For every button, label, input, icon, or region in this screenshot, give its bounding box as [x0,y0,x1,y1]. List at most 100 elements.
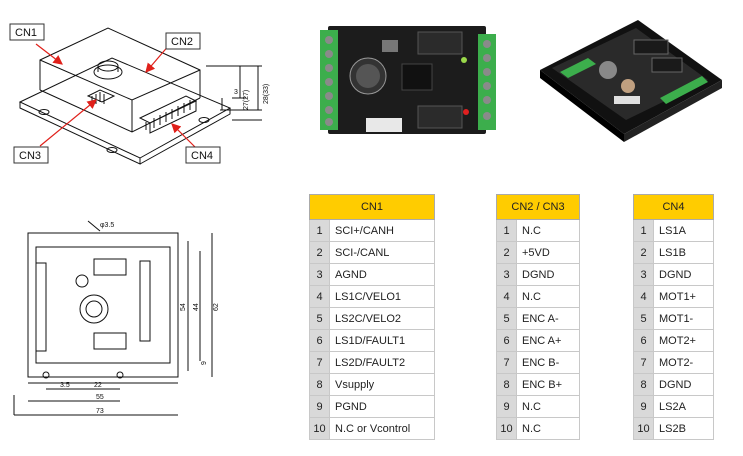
pin-signal: +5VD [516,241,580,264]
pin-signal: AGND [329,263,435,286]
dim-3: 3 [234,89,238,96]
cn4-callout: CN4 [191,150,213,162]
pin-number: 1 [496,219,517,242]
pin-signal: LS1B [653,241,714,264]
isometric-drawing: CN1 CN2 CN3 CN4 3 27(27) 28(33) [9,23,270,165]
cn1-callout: CN1 [15,27,37,39]
pin-number: 8 [633,373,654,396]
dim-28: 28(33) [263,84,270,104]
pin-signal: MOT1+ [653,285,714,308]
pin-signal: ENC B+ [516,373,580,396]
dim-9: 9 [201,361,208,365]
pin-number: 6 [633,329,654,352]
dim-55: 55 [96,394,104,401]
pin-number: 4 [309,285,330,308]
pin-number: 10 [309,417,330,440]
pin-signal: LS1A [653,219,714,242]
pin-number: 3 [633,263,654,286]
pin-signal: ENC B- [516,351,580,374]
pin-signal: ENC A- [516,307,580,330]
pin-signal: N.C [516,219,580,242]
pin-signal: SCI-/CANL [329,241,435,264]
pin-number: 8 [496,373,517,396]
pin-number: 10 [633,417,654,440]
pin-number: 8 [309,373,330,396]
pin-signal: DGND [653,263,714,286]
pin-number: 5 [496,307,517,330]
pin-signal: Vsupply [329,373,435,396]
pin-number: 2 [496,241,517,264]
pin-signal: SCI+/CANH [329,219,435,242]
pin-signal: MOT2- [653,351,714,374]
pin-signal: LS1D/FAULT1 [329,329,435,352]
pin-number: 4 [496,285,517,308]
cn2-callout: CN2 [171,36,193,48]
pin-signal: LS2A [653,395,714,418]
pin-signal: N.C [516,395,580,418]
dim-73: 73 [96,408,104,415]
pin-signal: MOT2+ [653,329,714,352]
pin-number: 10 [496,417,517,440]
pin-signal: DGND [516,263,580,286]
pin-signal: MOT1- [653,307,714,330]
pin-signal: PGND [329,395,435,418]
pin-number: 1 [309,219,330,242]
pin-signal: LS2C/VELO2 [329,307,435,330]
pin-number: 5 [309,307,330,330]
pin-number: 3 [496,263,517,286]
pin-number: 3 [309,263,330,286]
pin-number: 9 [309,395,330,418]
pin-signal: DGND [653,373,714,396]
pin-signal: ENC A+ [516,329,580,352]
pin-number: 1 [633,219,654,242]
dim-3-5: 3.5 [60,382,70,389]
pcb-photo-top [320,26,496,134]
pin-number: 4 [633,285,654,308]
pin-number: 6 [309,329,330,352]
pin-number: 7 [496,351,517,374]
dim-27: 27(27) [243,90,250,110]
pin-signal: N.C [516,417,580,440]
cn1-table-header: CN1 [309,194,435,220]
table-row: 2+5VD [496,241,580,264]
dim-hole: φ3.5 [100,222,114,229]
pin-signal: N.C or Vcontrol [329,417,435,440]
pin-number: 7 [633,351,654,374]
pin-signal: LS2D/FAULT2 [329,351,435,374]
pin-number: 2 [633,241,654,264]
pin-signal: N.C [516,285,580,308]
dim-22: 22 [94,382,102,389]
cn4-table-header: CN4 [633,194,714,220]
pin-number: 2 [309,241,330,264]
